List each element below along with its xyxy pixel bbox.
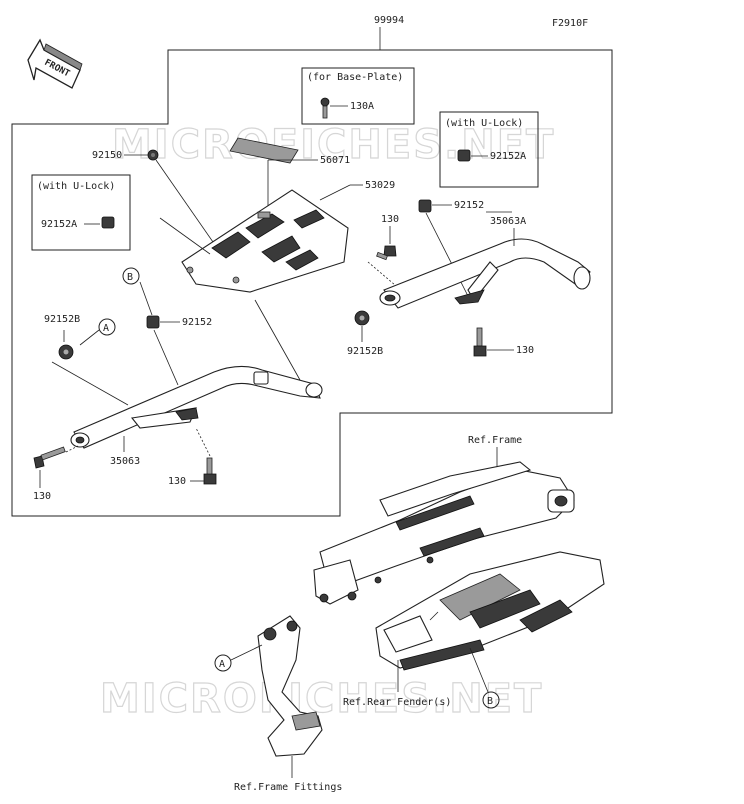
rear-frame-ref xyxy=(313,461,575,605)
front-arrow-icon: FRONT xyxy=(27,38,83,89)
u-lock-note-right: (with U-Lock) xyxy=(445,118,523,129)
label-ref-frame-fittings: Ref.Frame Fittings xyxy=(234,782,342,793)
label-ref-rear-fender: Ref.Rear Fender(s) xyxy=(343,697,451,708)
u-lock-note-left: (with U-Lock) xyxy=(37,181,115,192)
bolt-130-right-icon xyxy=(473,327,487,357)
ref-circle-B-upper xyxy=(122,267,140,285)
label-B-upper: B xyxy=(127,272,133,283)
frame-fittings-ref xyxy=(257,615,323,757)
assembly-number: 99994 xyxy=(374,15,404,26)
ref-circle-A-upper xyxy=(98,318,116,336)
bolt-92150-icon xyxy=(147,149,159,161)
ref-circle-A-lower xyxy=(214,654,232,672)
bolt-130A-icon xyxy=(320,97,330,119)
watermark-bottom: MICROFICHES.NET xyxy=(100,676,543,722)
grab-rail-35063A xyxy=(379,238,591,309)
base-plate-note-box xyxy=(301,67,415,125)
collar-92152A-left-icon xyxy=(101,216,115,229)
rear-fender-ref xyxy=(375,551,605,671)
carrier-plate-53029 xyxy=(181,189,349,293)
nut-92152B-right-icon xyxy=(354,310,370,326)
label-35063: 35063 xyxy=(110,456,140,467)
ref-circle-B-lower xyxy=(482,691,500,709)
label-130-left: 130 xyxy=(33,491,51,502)
label-53029: 53029 xyxy=(365,180,395,191)
label-130-right: 130 xyxy=(516,345,534,356)
label-35063A: 35063A xyxy=(490,216,526,227)
label-A-upper: A xyxy=(103,323,109,334)
u-lock-note-box-left xyxy=(31,174,131,251)
bolt-130-upper-icon xyxy=(376,245,397,261)
watermark-top: MICROFICHES.NET xyxy=(112,122,555,168)
label-92150: 92150 xyxy=(92,150,122,161)
sticker-56071-icon xyxy=(229,137,299,164)
bolt-130-bottom-icon xyxy=(203,457,217,485)
assembly-outline xyxy=(11,49,613,517)
label-92152-left: 92152 xyxy=(182,317,212,328)
label-ref-frame: Ref.Frame xyxy=(468,435,522,446)
collar-92152A-right-icon xyxy=(457,149,471,162)
figure-code: F2910F xyxy=(552,18,588,29)
grab-rail-35063 xyxy=(70,365,323,449)
base-plate-note: (for Base-Plate) xyxy=(307,72,403,83)
collar-92152-left-icon xyxy=(146,315,160,329)
label-56071: 56071 xyxy=(320,155,350,166)
label-130A: 130A xyxy=(350,101,374,112)
label-92152B-right: 92152B xyxy=(347,346,383,357)
u-lock-note-box-right xyxy=(439,111,539,188)
label-B-lower: B xyxy=(487,696,493,707)
label-92152A-right: 92152A xyxy=(490,151,526,162)
label-92152A-left: 92152A xyxy=(41,219,77,230)
label-92152-right: 92152 xyxy=(454,200,484,211)
collar-92152-right-icon xyxy=(418,199,432,213)
label-A-lower: A xyxy=(219,659,225,670)
nut-92152B-left-icon xyxy=(58,344,74,360)
bolt-130-left-icon xyxy=(33,446,66,469)
label-130-upper: 130 xyxy=(381,214,399,225)
label-92152B-left: 92152B xyxy=(44,314,80,325)
label-130-bottom: 130 xyxy=(168,476,186,487)
